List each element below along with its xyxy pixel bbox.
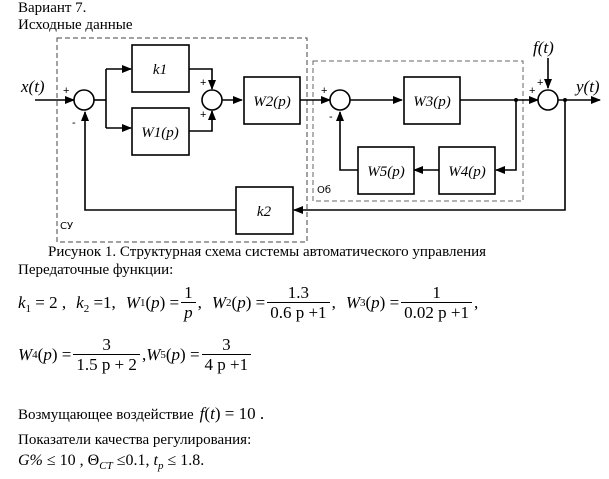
- controller-region-label: СУ: [60, 221, 73, 232]
- initial-data-heading: Исходные данные: [18, 17, 133, 33]
- controller-region: [56, 37, 308, 243]
- variant-title: Вариант 7.: [18, 0, 87, 16]
- disturbance-expr: f(t) = 10 .: [199, 404, 265, 423]
- settling-time-criterion: tp ≤ 1.8.: [153, 452, 205, 472]
- disturbance-label: Возмущающее воздействие: [18, 407, 194, 423]
- block-w1: [131, 107, 190, 156]
- summing-junction-3: [329, 89, 351, 111]
- disturbance-line: Возмущающее воздействие f(t) = 10 .: [18, 405, 264, 424]
- block-w3: [403, 76, 461, 125]
- sign-minus-1: -: [72, 117, 76, 129]
- summing-junction-2: [201, 89, 223, 111]
- block-w2-label: W2(p): [253, 94, 291, 110]
- transfer-functions-heading: Передаточные функции:: [18, 262, 174, 278]
- sign-minus-3: -: [329, 111, 333, 123]
- block-k2: [235, 186, 294, 235]
- quality-criteria: G% ≤ 10 , ΘCT ≤0.1, tp ≤ 1.8.: [18, 451, 205, 472]
- summing-junction-4: [537, 89, 559, 111]
- sign-plus-3: +: [321, 85, 327, 97]
- block-w4-label: W4(p): [448, 164, 486, 180]
- plant-region-label: Об: [317, 185, 331, 196]
- sign-plus-4a: +: [529, 85, 535, 97]
- block-k2-label: k2: [257, 204, 272, 220]
- block-k1-label: k1: [153, 62, 167, 78]
- quality-heading: Показатели качества регулирования:: [18, 432, 252, 448]
- block-w4: [438, 146, 496, 195]
- block-diagram: + - + + + - + + СУ Об x(t) y(t) f(t) k1 …: [20, 37, 601, 243]
- overshoot-criterion: G% ≤ 10 ,: [18, 452, 84, 469]
- sign-plus-1: +: [63, 85, 69, 97]
- plant-region: [312, 60, 524, 202]
- eq-k1: k1 = 2 ,: [18, 293, 67, 315]
- block-w5: [357, 146, 415, 195]
- figure-caption: Рисунок 1. Структурная схема системы авт…: [48, 244, 487, 260]
- sign-plus-4b: +: [537, 77, 543, 89]
- input-label: x(t): [20, 77, 45, 96]
- sign-plus-2a: +: [200, 77, 206, 89]
- block-w1-label: W1(p): [141, 125, 179, 141]
- eq-k2: k2 =1,: [76, 293, 116, 315]
- sign-plus-2b: +: [200, 109, 206, 121]
- block-w5-label: W5(p): [367, 164, 405, 180]
- output-label: y(t): [574, 77, 600, 96]
- static-error-criterion: ΘCT ≤0.1,: [87, 452, 150, 472]
- summing-junction-1: [73, 89, 95, 111]
- disturbance-label: f(t): [533, 38, 554, 57]
- block-w3-label: W3(p): [413, 94, 451, 110]
